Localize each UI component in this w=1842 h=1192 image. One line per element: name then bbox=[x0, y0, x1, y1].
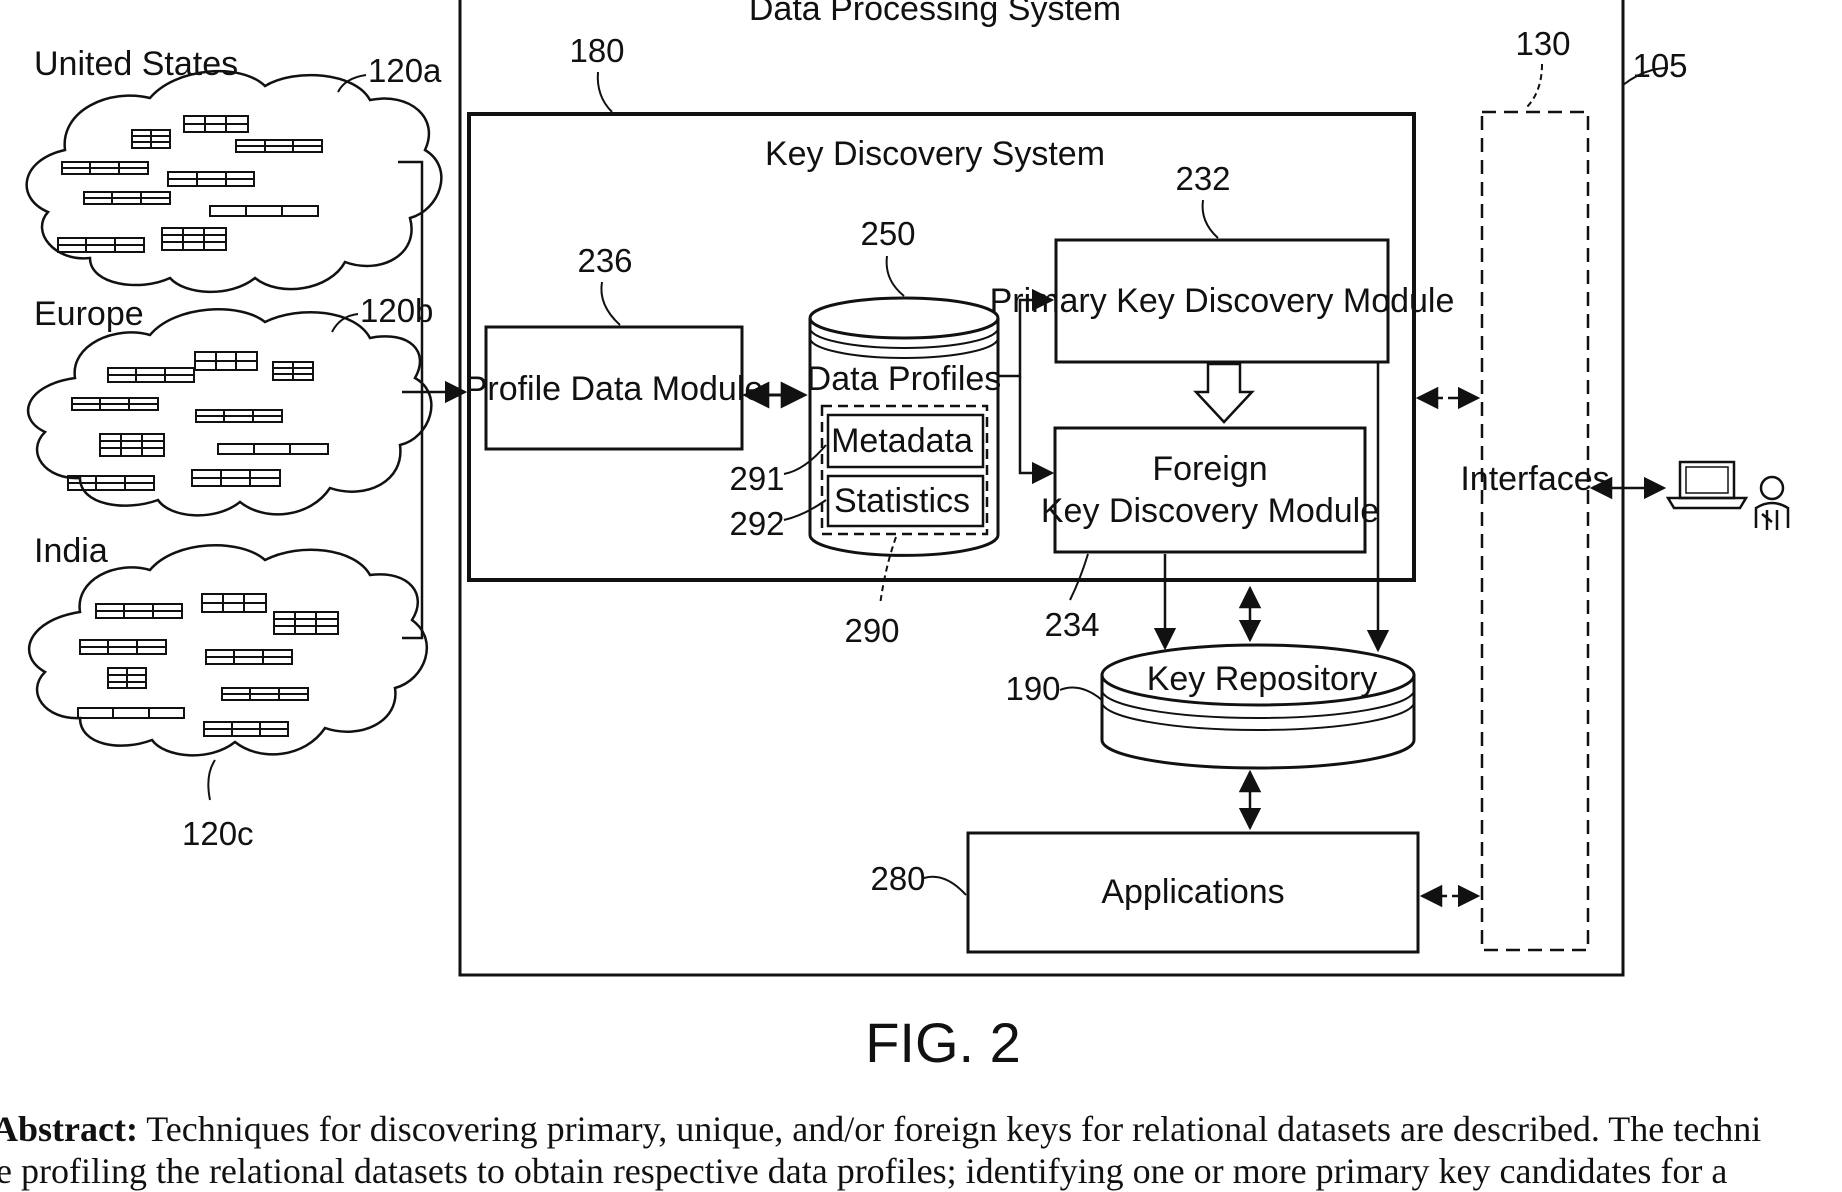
profile-data-module-label: Profile Data Module bbox=[465, 370, 764, 408]
ref-120c: 120c bbox=[182, 815, 254, 852]
ref-105: 105 bbox=[1632, 47, 1687, 84]
cloud-india: India 120c bbox=[29, 532, 427, 852]
region-label-us: United States bbox=[34, 45, 238, 83]
ref-236: 236 bbox=[577, 242, 632, 279]
ref-250: 250 bbox=[860, 215, 915, 252]
user-laptop-icon bbox=[1668, 462, 1746, 508]
primary-key-discovery-module: Primary Key Discovery Module 232 bbox=[990, 160, 1455, 362]
applications-label: Applications bbox=[1101, 873, 1284, 911]
metadata-label: Metadata bbox=[831, 422, 973, 460]
foreign-key-discovery-module: Foreign Key Discovery Module 234 bbox=[1041, 428, 1379, 643]
cloud-united-states: United States 120a bbox=[27, 45, 442, 292]
ref-190: 190 bbox=[1005, 670, 1060, 707]
abstract-heading: Abstract: bbox=[0, 1109, 138, 1149]
key-repository-label: Key Repository bbox=[1147, 660, 1378, 698]
statistics-label: Statistics bbox=[834, 482, 970, 520]
abstract-text: Abstract: Techniques for discovering pri… bbox=[0, 1108, 1842, 1192]
data-profiles-store: Data Profiles Metadata Statistics 250 29… bbox=[729, 215, 1001, 649]
cloud-europe: Europe 120b bbox=[28, 292, 433, 515]
data-profiles-label: Data Profiles bbox=[807, 360, 1002, 398]
abstract-line-2: le profiling the relational datasets to … bbox=[0, 1150, 1828, 1192]
interfaces-label: Interfaces bbox=[1460, 460, 1609, 498]
ref-180: 180 bbox=[569, 32, 624, 69]
region-label-india: India bbox=[34, 532, 108, 570]
ref-120a: 120a bbox=[368, 52, 442, 89]
profile-data-module: Profile Data Module 236 bbox=[465, 242, 764, 449]
primary-key-module-label: Primary Key Discovery Module bbox=[990, 282, 1455, 320]
figure-label: FIG. 2 bbox=[865, 1011, 1021, 1074]
user-person-icon bbox=[1756, 477, 1788, 530]
data-processing-system-title: Data Processing System bbox=[749, 0, 1121, 28]
ref-290: 290 bbox=[844, 612, 899, 649]
primary-to-foreign-arrow bbox=[1196, 364, 1252, 422]
ref-292: 292 bbox=[729, 505, 784, 542]
abstract-line-1: Abstract: Techniques for discovering pri… bbox=[0, 1108, 1834, 1150]
region-label-europe: Europe bbox=[34, 295, 144, 333]
interfaces-box: Interfaces 130 bbox=[1460, 25, 1609, 950]
dataprofiles-to-modules-arrows bbox=[998, 300, 1052, 473]
ref-130: 130 bbox=[1515, 25, 1570, 62]
ref-280: 280 bbox=[870, 860, 925, 897]
ref-234: 234 bbox=[1044, 606, 1099, 643]
foreign-module-label-line2: Key Discovery Module bbox=[1041, 492, 1379, 530]
key-repository: Key Repository 190 bbox=[1005, 645, 1414, 768]
abstract-line-1-text: Techniques for discovering primary, uniq… bbox=[138, 1109, 1761, 1149]
ref-291: 291 bbox=[729, 460, 784, 497]
foreign-module-label-line1: Foreign bbox=[1152, 450, 1267, 488]
ref-232: 232 bbox=[1175, 160, 1230, 197]
applications: Applications 280 bbox=[870, 833, 1418, 952]
key-discovery-system-title: Key Discovery System bbox=[765, 135, 1105, 173]
